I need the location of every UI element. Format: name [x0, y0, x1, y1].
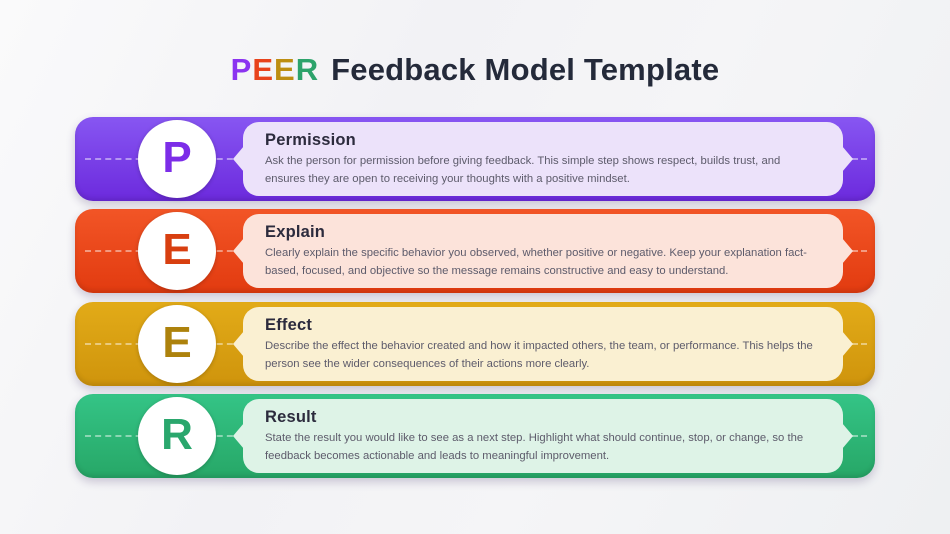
- title-acronym-letter-p: P: [230, 52, 253, 87]
- row-heading: Effect: [265, 316, 313, 334]
- letter-badge: R: [161, 410, 193, 459]
- title-acronym-letter-e1: E: [252, 52, 275, 87]
- row-panel: Effect Describe the effect the behavior …: [233, 307, 853, 381]
- row-body: Ask the person for permission before giv…: [265, 155, 781, 185]
- letter-circle: E: [138, 305, 216, 383]
- band-row-result: R Result State the result you would like…: [75, 394, 875, 478]
- dashed-connector-right: [843, 343, 867, 345]
- row-body: Describe the effect the behavior created…: [265, 340, 813, 370]
- letter-badge: P: [162, 133, 192, 182]
- band-row-permission: P Permission Ask the person for permissi…: [75, 117, 875, 201]
- letter-circle: E: [138, 212, 216, 290]
- row-body: State the result you would like to see a…: [265, 432, 804, 462]
- letter-badge: E: [162, 318, 192, 367]
- row-panel: Permission Ask the person for permission…: [233, 122, 853, 196]
- row-panel: Explain Clearly explain the specific beh…: [233, 214, 853, 288]
- page-title: PEER Feedback Model Template: [0, 52, 950, 88]
- title-rest: Feedback Model Template: [331, 52, 720, 87]
- band-row-explain: E Explain Clearly explain the specific b…: [75, 209, 875, 293]
- dashed-connector-right: [843, 435, 867, 437]
- panel-notch-left: [233, 146, 244, 172]
- row-heading: Permission: [265, 131, 356, 149]
- title-acronym-letter-e2: E: [274, 52, 296, 87]
- dashed-connector-right: [843, 250, 867, 252]
- panel-notch-right: [842, 146, 853, 172]
- row-body: Clearly explain the specific behavior yo…: [265, 247, 807, 277]
- row-heading: Explain: [265, 223, 326, 241]
- band-row-effect: E Effect Describe the effect the behavio…: [75, 302, 875, 386]
- panel-notch-left: [233, 238, 244, 264]
- letter-circle: R: [138, 397, 216, 475]
- title-acronym: PEER: [231, 52, 319, 87]
- row-panel: Result State the result you would like t…: [233, 399, 853, 473]
- dashed-connector-right: [843, 158, 867, 160]
- title-acronym-letter-r: R: [295, 52, 320, 87]
- panel-notch-right: [842, 238, 853, 264]
- letter-circle: P: [138, 120, 216, 198]
- row-heading: Result: [265, 408, 317, 426]
- panel-notch-right: [842, 331, 853, 357]
- panel-notch-left: [233, 331, 244, 357]
- letter-badge: E: [162, 225, 192, 274]
- panel-notch-left: [233, 423, 244, 449]
- panel-notch-right: [842, 423, 853, 449]
